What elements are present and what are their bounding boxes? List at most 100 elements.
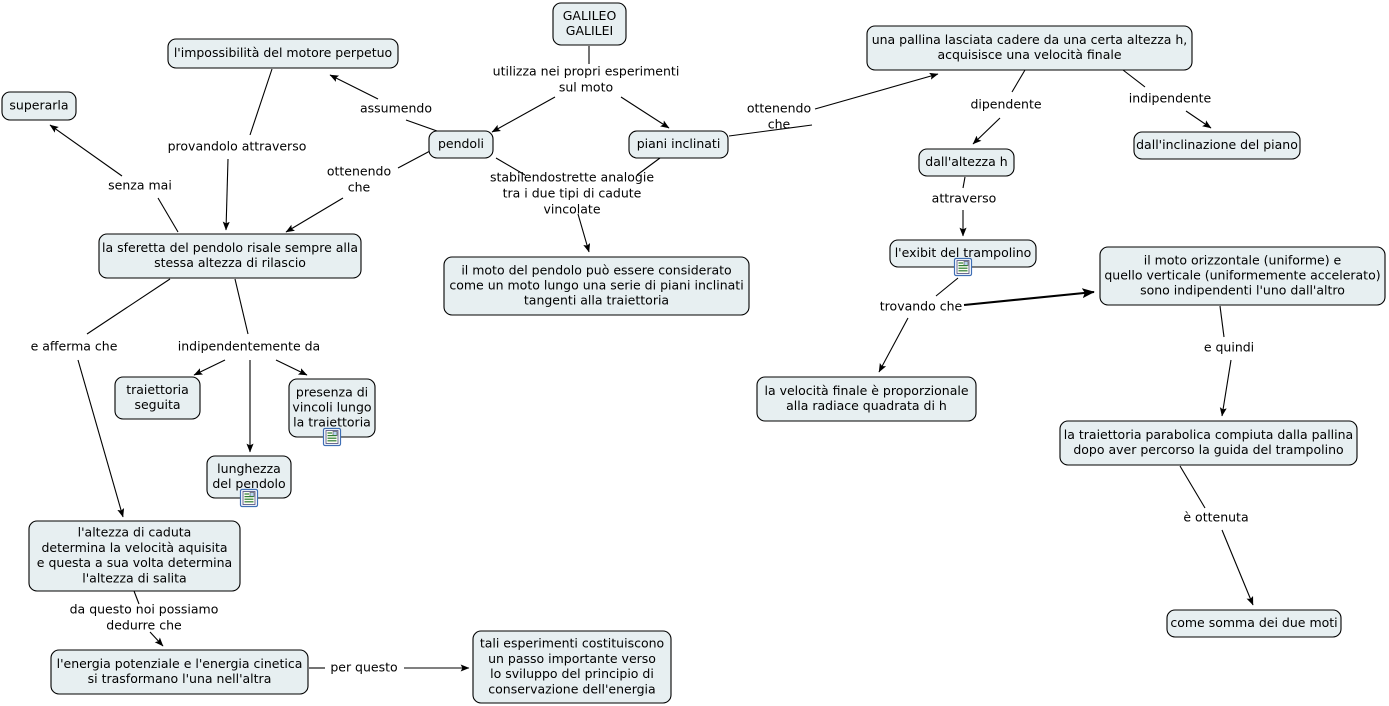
concept-node-label-line: la traiettoria	[293, 415, 371, 430]
concept-node-label-line: un passo importante verso	[488, 651, 656, 666]
link-edge	[49, 124, 123, 177]
link-label-line: vincolate	[543, 202, 600, 217]
link-edge	[814, 72, 939, 110]
resource-document-icon[interactable]	[322, 427, 342, 447]
link-label-line: indipendentemente da	[178, 339, 320, 354]
concept-node-box[interactable]	[443, 256, 750, 316]
link-edge	[491, 96, 556, 133]
link-edge	[728, 124, 813, 137]
concept-node-box[interactable]	[628, 130, 729, 159]
link-label-line: e quindi	[1204, 340, 1254, 355]
link-edge	[972, 117, 1001, 145]
link-label: indipendentemente da	[178, 339, 320, 354]
concept-node[interactable]: la sferetta del pendolo risale sempre al…	[98, 233, 362, 279]
concept-node-box[interactable]	[552, 2, 627, 46]
link-edge	[1221, 529, 1254, 606]
link-label-line: stabilendostrette analogie	[490, 170, 654, 185]
link-edge	[149, 631, 164, 647]
concept-node-label-line: tangenti alla traiettoria	[524, 293, 669, 308]
concept-node[interactable]: superarla	[1, 91, 77, 121]
link-label-line: ottenendo	[327, 164, 391, 179]
concept-node[interactable]: una pallina lasciata cadere da una certa…	[866, 25, 1193, 71]
concept-node-label-line: lo sviluppo del principio di	[490, 666, 654, 681]
concept-node-label-line: GALILEI	[566, 23, 613, 38]
concept-node[interactable]: come somma dei due moti	[1166, 609, 1342, 638]
concept-node-label-line: superarla	[9, 98, 68, 113]
resource-document-icon[interactable]	[953, 257, 973, 277]
concept-node-box[interactable]	[918, 148, 1015, 177]
concept-node[interactable]: l'exibit del trampolino	[889, 239, 1037, 277]
concept-node-box[interactable]	[1099, 246, 1386, 306]
concept-node-box[interactable]	[28, 520, 241, 592]
concept-node-box[interactable]	[1, 91, 77, 121]
link-label: senza mai	[108, 178, 172, 193]
link-edge	[397, 150, 431, 169]
concept-node[interactable]: l'energia potenziale e l'energia cinetic…	[50, 649, 309, 695]
concept-node-label-line: alla radiace quadrata di h	[786, 398, 947, 413]
link-edge	[285, 197, 344, 233]
link-edge	[329, 74, 379, 100]
concept-node-label-line: l'energia potenziale e l'energia cinetic…	[57, 656, 303, 671]
concept-node[interactable]: l'impossibilità del motore perpetuo	[167, 38, 399, 69]
concept-node[interactable]: pendoli	[428, 130, 494, 159]
link-edge	[1219, 359, 1232, 417]
concept-node-box[interactable]	[50, 649, 309, 695]
concept-node-box[interactable]	[1133, 131, 1301, 160]
concept-node-label-line: stessa altezza di rilascio	[154, 255, 306, 270]
concept-node-box[interactable]	[866, 25, 1193, 71]
concept-node-box[interactable]	[472, 630, 672, 704]
concept-node-label-line: del pendolo	[212, 476, 285, 491]
link-label: provandolo attraverso	[168, 139, 307, 154]
concept-node[interactable]: piani inclinati	[628, 130, 729, 159]
concept-node-box[interactable]	[98, 233, 362, 279]
link-edge	[1011, 69, 1026, 93]
concept-node-label-line: piani inclinati	[637, 136, 721, 151]
concept-node-label-line: dopo aver percorso la guida del trampoli…	[1073, 442, 1343, 457]
link-label: per questo	[330, 660, 397, 675]
concept-node-label-line: si trasformano l'una nell'altra	[88, 671, 272, 686]
concept-node-label-line: e questa a sua volta determina	[37, 555, 232, 570]
concept-node[interactable]: dall'inclinazione del piano	[1133, 131, 1301, 160]
link-label-line: che	[348, 180, 371, 195]
concept-node-box[interactable]	[167, 38, 399, 69]
link-label-line: dedurre che	[106, 618, 182, 633]
link-label-line: indipendente	[1129, 91, 1212, 106]
link-edge	[620, 96, 670, 129]
link-edge	[962, 176, 966, 189]
concept-node[interactable]: il moto del pendolo può essere considera…	[443, 256, 750, 316]
concept-node[interactable]: la traiettoria parabolica compiuta dalla…	[1059, 420, 1358, 466]
link-label: assumendo	[360, 101, 432, 116]
link-edge	[1219, 305, 1225, 338]
concept-node-box[interactable]	[114, 376, 201, 420]
concept-node-box[interactable]	[1059, 420, 1358, 466]
concept-node[interactable]: dall'altezza h	[918, 148, 1015, 177]
concept-node-label-line: la traiettoria parabolica compiuta dalla…	[1064, 427, 1353, 442]
concept-node-box[interactable]	[756, 376, 977, 422]
concept-node-label-line: l'exibit del trampolino	[895, 245, 1032, 260]
resource-document-icon[interactable]	[239, 488, 259, 508]
link-edge	[234, 278, 249, 335]
concept-node-box[interactable]	[1166, 609, 1342, 638]
concept-node-label-line: sono indipendenti l'uno dall'altro	[1140, 283, 1345, 298]
link-label-line: trovando che	[880, 299, 963, 314]
link-label-line: da questo noi possiamo	[70, 602, 219, 617]
link-label-line: assumendo	[360, 101, 432, 116]
link-edge	[77, 359, 125, 518]
concept-node-label-line: una pallina lasciata cadere da una certa…	[872, 32, 1188, 47]
link-edge	[86, 278, 171, 335]
concept-node-box[interactable]	[428, 130, 494, 159]
concept-node-label-line: dall'altezza h	[925, 154, 1007, 169]
